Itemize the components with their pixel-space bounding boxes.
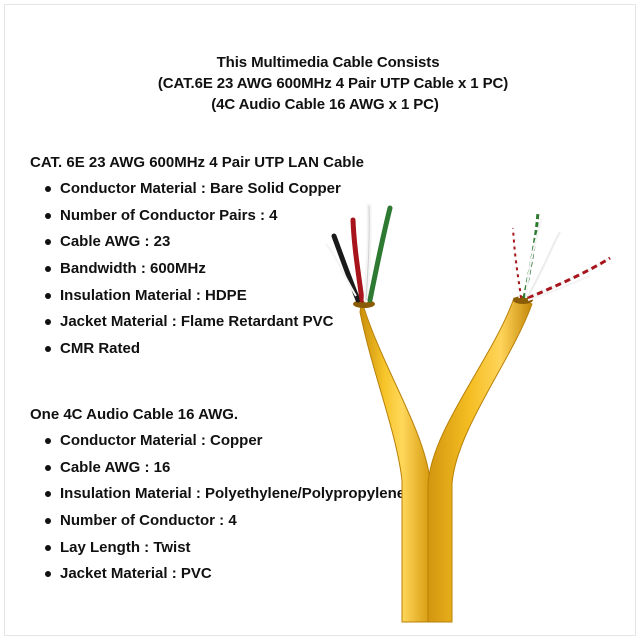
spec-item: Cable AWG : 16 [30,458,405,478]
spec-item: Jacket Material : PVC [30,564,405,584]
spec-item: CMR Rated [30,339,364,359]
spec-item: Insulation Material : Polyethylene/Polyp… [30,484,405,504]
header-subtitle-audio: (4C Audio Cable 16 AWG x 1 PC) [211,96,439,113]
audio-cable-jacket [427,297,533,623]
audio-cable-wires [512,211,611,301]
lan-cable-jacket [359,298,431,623]
audio-cable-title: One 4C Audio Cable 16 AWG. [30,406,239,423]
lan-cable-wires [325,203,393,303]
header-subtitle-lan: (CAT.6E 23 AWG 600MHz 4 Pair UTP Cable x… [157,75,509,92]
spec-item: Jacket Material : Flame Retardant PVC [30,312,364,332]
spec-item: Lay Length : Twist [30,538,405,558]
header: This Multimedia Cable Consists (CAT.6E 2… [0,52,640,115]
lan-cable-title: CAT. 6E 23 AWG 600MHz 4 Pair UTP LAN Cab… [30,154,364,171]
spec-item: Number of Conductor Pairs : 4 [30,206,364,226]
spec-item: Conductor Material : Bare Solid Copper [30,179,364,199]
lan-cable-spec-list: Conductor Material : Bare Solid Copper N… [30,179,364,359]
spec-item: Cable AWG : 23 [30,232,364,252]
audio-cable-spec-list: Conductor Material : Copper Cable AWG : … [30,431,405,584]
lan-cable-section: CAT. 6E 23 AWG 600MHz 4 Pair UTP LAN Cab… [30,153,364,366]
spec-item: Conductor Material : Copper [30,431,405,451]
spec-item: Number of Conductor : 4 [30,511,405,531]
image-frame [4,4,636,636]
spec-item: Bandwidth : 600MHz [30,259,364,279]
audio-cable-section: One 4C Audio Cable 16 AWG. Conductor Mat… [30,405,405,591]
spec-item: Insulation Material : HDPE [30,286,364,306]
header-title: This Multimedia Cable Consists [216,54,440,71]
